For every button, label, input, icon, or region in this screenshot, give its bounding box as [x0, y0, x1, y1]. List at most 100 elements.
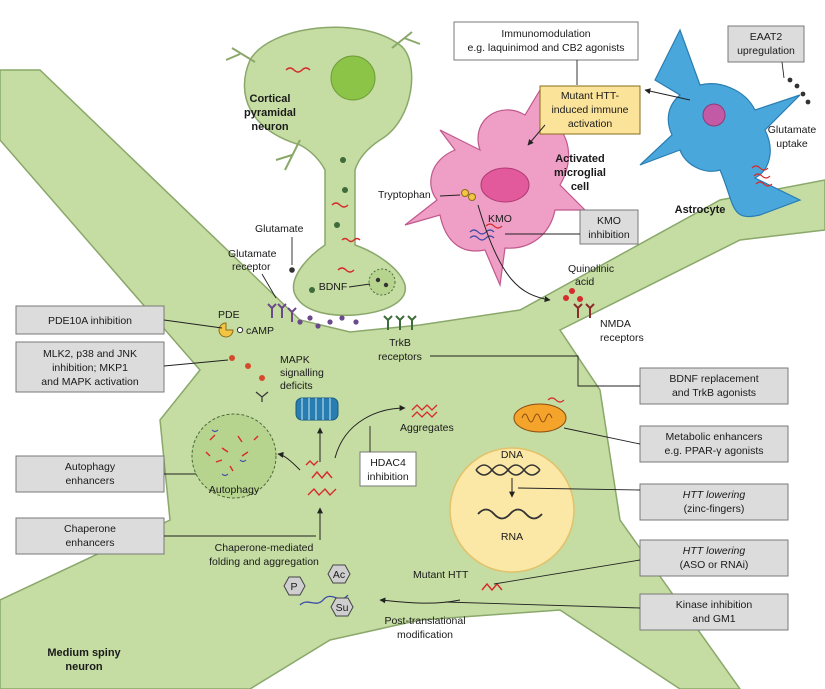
tryptophan-label: Tryptophan	[378, 189, 431, 201]
ptm-p-hex	[283, 576, 306, 596]
tryptophan-molecule	[468, 193, 476, 201]
axon-htt-strands	[331, 202, 361, 273]
glutamate-molecule	[315, 323, 321, 329]
msn-label-1: Medium spiny	[47, 647, 121, 659]
immune-activation-box	[539, 85, 641, 135]
eaat2-box	[727, 25, 805, 63]
tryptophan-pointer	[439, 194, 461, 197]
mapk-target-icon	[255, 391, 269, 402]
glutamate-molecule	[327, 319, 333, 325]
bdnf-pointer	[348, 283, 371, 288]
glutamate-label: Glutamate	[255, 223, 304, 235]
mutant-htt-icon	[481, 582, 503, 592]
ptm-ac-label: Ac	[333, 569, 345, 581]
bdnf-replacement-box	[639, 367, 789, 405]
immune-activation-text-1: Mutant HTT-	[561, 90, 620, 102]
vesicle	[340, 157, 346, 163]
htt-zinc-pointer	[517, 487, 641, 491]
camp-label: cAMP	[246, 325, 274, 337]
glutamate-molecule	[805, 99, 811, 105]
mapk-label-1: MAPK	[280, 354, 310, 366]
chaperone-enhancers-text-2: enhancers	[65, 537, 114, 549]
vesicle	[334, 222, 340, 228]
vesicle	[342, 187, 348, 193]
mutant-htt-label: Mutant HTT	[413, 569, 469, 581]
mapk-molecule	[229, 355, 235, 361]
metabolic-text-1: Metabolic enhancers	[666, 431, 763, 443]
astrocyte-nucleus	[702, 103, 726, 127]
mlk2-text-2: inhibition; MKP1	[52, 362, 128, 374]
autophagy-enhancers-text-2: enhancers	[65, 475, 114, 487]
kmo-label: KMO	[488, 213, 512, 225]
htt-aso-text-1: HTT lowering	[683, 545, 746, 557]
nmda-label-2: receptors	[600, 332, 644, 344]
misfolded-htt	[305, 460, 337, 497]
proteasome-icon	[295, 397, 339, 421]
glutamate-uptake-label-1: Glutamate	[768, 124, 817, 136]
chaperone-mediated-label-2: folding and aggregation	[209, 556, 319, 568]
autophagy-enhancers-text-1: Autophagy	[65, 461, 116, 473]
rna-label: RNA	[501, 531, 523, 543]
kmo-enzyme	[469, 229, 495, 241]
htt-zinc-text-2: (zinc-fingers)	[684, 503, 745, 515]
glutamate-molecule	[289, 267, 295, 273]
astrocyte-htt	[751, 165, 773, 187]
kmo-inhibition-text-2: inhibition	[588, 229, 630, 241]
glutamate-receptor-icon	[267, 303, 297, 322]
htt-zinc-box	[639, 483, 789, 521]
microglia-label-3: cell	[571, 181, 589, 193]
htt-aso-box	[639, 539, 789, 577]
rna-icon	[477, 508, 543, 520]
pde10a-pointer	[163, 319, 223, 329]
bdnf-replacement-text-2: and TrkB agonists	[672, 387, 756, 399]
chaperone-enhancers-box	[15, 517, 165, 555]
hdac4-text-1: HDAC4	[370, 457, 406, 469]
autophagy-label: Autophagy	[209, 484, 260, 496]
trkb-label-1: TrkB	[389, 337, 411, 349]
eaat2-pointer	[781, 61, 785, 79]
glutamate-molecule	[339, 315, 345, 321]
immune-to-microglia-arrow	[527, 124, 546, 146]
cortical-neuron-label-3: neuron	[251, 121, 289, 133]
hdac4-box	[359, 451, 417, 487]
kinase-box	[639, 593, 789, 631]
bdnf-replacement-pointer	[430, 355, 640, 387]
post-translational-label-1: Post-translational	[384, 615, 465, 627]
htt-to-ptm-arrow	[379, 597, 461, 604]
immunomodulation-text-1: Immunomodulation	[501, 28, 590, 40]
microglia-htt	[485, 223, 503, 229]
autophagy-cargo	[205, 434, 259, 472]
hdac4-text-2: inhibition	[367, 471, 409, 483]
kmo-inhibition-box	[579, 209, 639, 245]
mapk-label-3: deficits	[280, 380, 313, 392]
microglia-label-1: Activated	[555, 153, 605, 165]
chaperone-mediated-label-1: Chaperone-mediated	[215, 542, 314, 554]
msn-label-2: neuron	[65, 661, 103, 673]
proteasome-rings	[301, 398, 331, 420]
pde-icon	[218, 322, 234, 338]
microglia-nucleus	[480, 167, 530, 203]
mlk2-pointer	[163, 359, 229, 367]
mitochondrion-cristae	[521, 413, 553, 423]
quinolinic-label-1: Quinolinic	[568, 263, 614, 275]
cortical-neuron-label-2: pyramidal	[244, 107, 296, 119]
bdnf-vesicle	[368, 268, 396, 296]
htt-aso-pointer	[493, 559, 641, 585]
cortical-pyramidal-neuron	[225, 26, 421, 317]
metabolic-text-2: e.g. PPAR-γ agonists	[664, 445, 763, 457]
glutamate-molecule	[800, 91, 806, 97]
bdnf-molecule	[375, 277, 381, 283]
pde-label: PDE	[218, 309, 240, 321]
mapk-molecule	[259, 375, 265, 381]
metabolic-pointer	[563, 427, 641, 445]
eaat2-text-1: EAAT2	[750, 31, 783, 43]
ptm-p-label: P	[290, 581, 297, 593]
glutamate-receptor-pointer	[261, 273, 277, 299]
immunomodulation-box	[453, 21, 639, 61]
ptm-su-hex	[330, 597, 354, 617]
aggregates-icon	[411, 404, 438, 418]
mlk2-text-3: and MAPK activation	[41, 376, 139, 388]
mapk-label-2: signalling	[280, 367, 324, 379]
camp-molecule	[236, 326, 244, 334]
